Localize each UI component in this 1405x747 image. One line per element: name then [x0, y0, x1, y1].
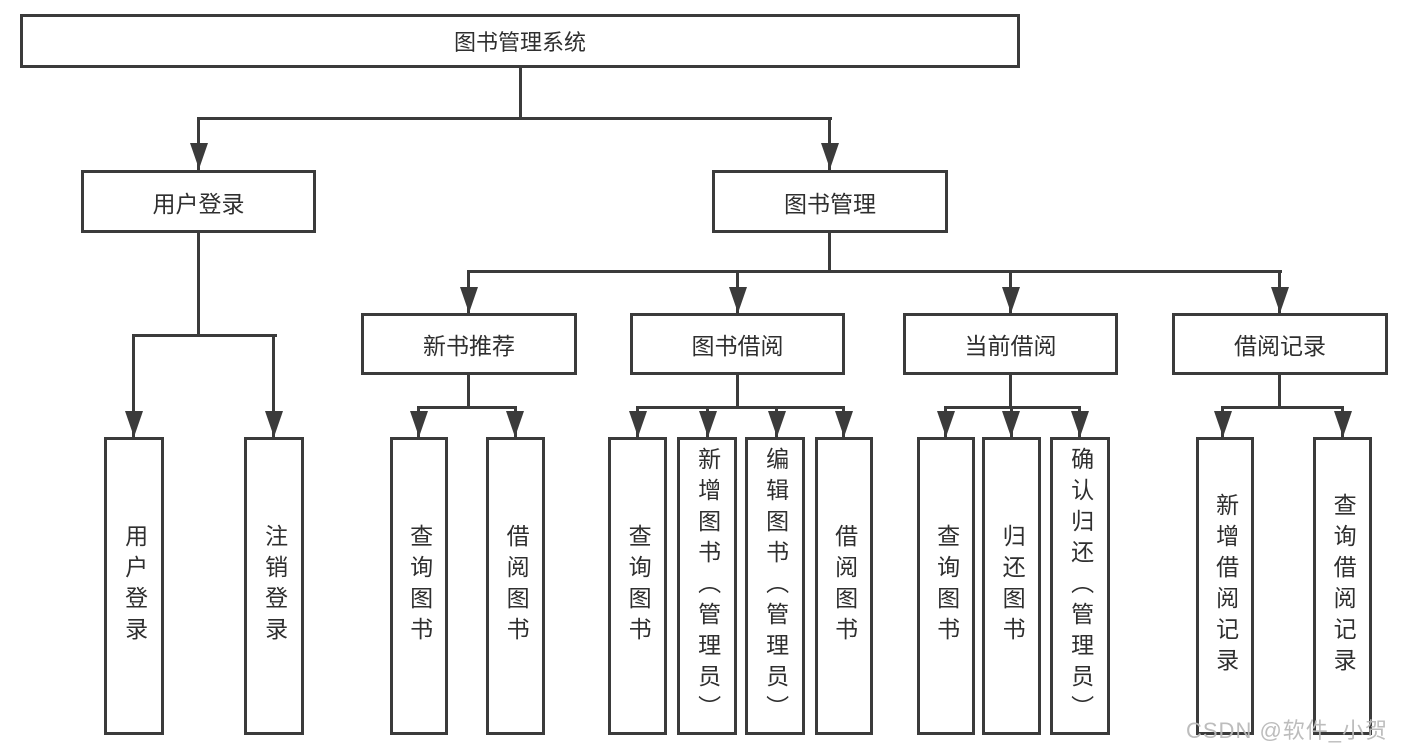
node-book-mgmt: 图书管理 — [712, 170, 948, 233]
connector-borrow-branch — [636, 406, 845, 409]
leaf-add-borrow-record: 新增借阅记录 — [1196, 437, 1254, 735]
leaf-return-books: 归还图书 — [982, 437, 1041, 735]
leaf-logout: 注销登录 — [244, 437, 304, 735]
leaf-user-login: 用户登录 — [104, 437, 164, 735]
csdn-watermark: CSDN @软件_小贺同学 — [1186, 718, 1389, 743]
connector-login-stem — [197, 233, 200, 336]
leaf-query-books-current: 查询图书 — [917, 437, 975, 735]
arrowhead-leaf-user-login — [125, 411, 143, 437]
arrowhead-current-borrow — [1002, 287, 1020, 313]
arrowhead-borrow-records — [1271, 287, 1289, 313]
connector-mgmt-stem — [828, 233, 831, 272]
connector-login-drop-1 — [132, 334, 135, 437]
leaf-query-books-borrow: 查询图书 — [608, 437, 667, 735]
arrowhead-borrow-books — [835, 411, 853, 437]
connector-borrow-stem — [736, 373, 739, 408]
node-new-book-recommend: 新书推荐 — [361, 313, 577, 375]
node-current-borrow: 当前借阅 — [903, 313, 1118, 375]
leaf-confirm-return-admin: 确认归还（管理员） — [1050, 437, 1110, 735]
node-root: 图书管理系统 — [20, 14, 1020, 68]
leaf-edit-book-admin: 编辑图书（管理员） — [745, 437, 805, 735]
arrowhead-query-books-current — [937, 411, 955, 437]
node-book-borrow: 图书借阅 — [630, 313, 845, 375]
arrowhead-add-borrow-record — [1214, 411, 1232, 437]
node-user-login: 用户登录 — [81, 170, 316, 233]
leaf-query-borrow-record: 查询借阅记录 — [1313, 437, 1372, 735]
arrowhead-query-books-borrow — [629, 411, 647, 437]
leaf-borrow-books: 借阅图书 — [815, 437, 873, 735]
connector-login-drop-2 — [272, 334, 275, 437]
connector-root-stem — [519, 68, 522, 120]
connector-records-branch — [1221, 406, 1343, 409]
arrowhead-confirm-return-admin — [1071, 411, 1089, 437]
leaf-add-book-admin: 新增图书（管理员） — [677, 437, 737, 735]
arrowhead-user-login — [190, 143, 208, 169]
connector-mgmt-branch — [468, 270, 1282, 273]
node-borrow-records: 借阅记录 — [1172, 313, 1388, 375]
arrowhead-new-book-recommend — [460, 287, 478, 313]
arrowhead-return-books — [1002, 411, 1020, 437]
arrowhead-edit-book-admin — [768, 411, 786, 437]
arrowhead-query-books-recommend — [410, 411, 428, 437]
arrowhead-book-mgmt — [821, 143, 839, 169]
connector-login-branch — [132, 334, 277, 337]
connector-current-stem — [1009, 373, 1012, 408]
leaf-query-books-recommend: 查询图书 — [390, 437, 448, 735]
connector-records-stem — [1278, 373, 1281, 408]
connector-recommend-branch — [417, 406, 517, 409]
arrowhead-query-borrow-record — [1334, 411, 1352, 437]
connector-recommend-stem — [467, 373, 470, 408]
arrowhead-book-borrow — [729, 287, 747, 313]
arrowhead-borrow-books-recommend — [506, 411, 524, 437]
leaf-borrow-books-recommend: 借阅图书 — [486, 437, 545, 735]
arrowhead-add-book-admin — [699, 411, 717, 437]
connector-root-branch — [197, 117, 832, 120]
arrowhead-leaf-logout — [265, 411, 283, 437]
